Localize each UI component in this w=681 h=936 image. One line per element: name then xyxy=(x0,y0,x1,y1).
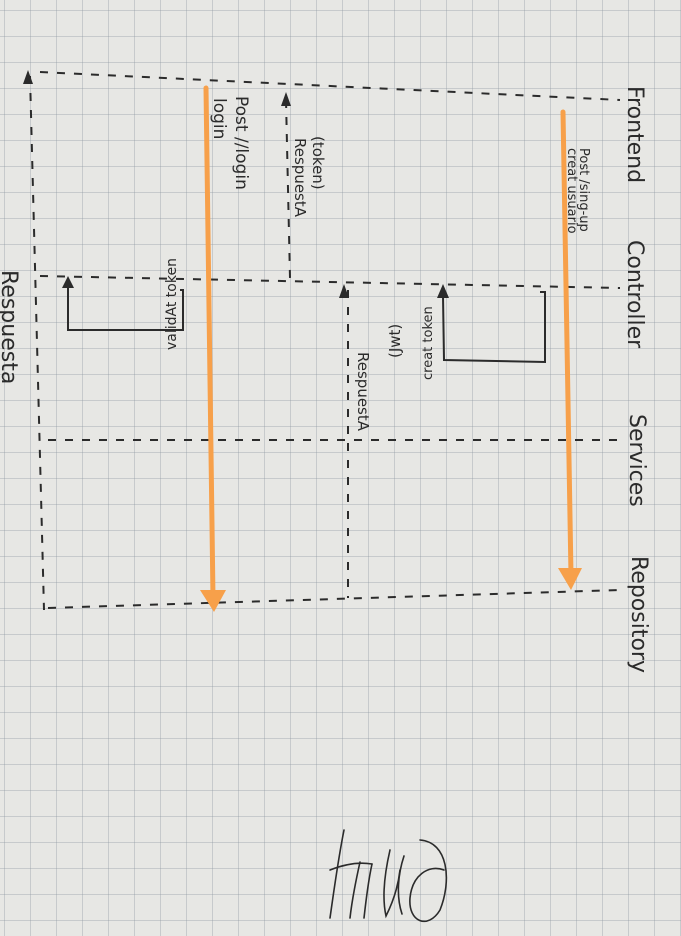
lifeline-repository xyxy=(47,589,621,609)
orange-arrowheads xyxy=(200,568,582,612)
login-label: login xyxy=(209,98,229,139)
signup-call-arrow xyxy=(560,109,574,578)
lane-label-controller: Controller xyxy=(622,240,647,349)
token-label: (token) xyxy=(309,136,327,190)
arrowhead-frontend xyxy=(23,70,33,84)
create-token-label: creat token xyxy=(421,306,436,380)
login-post-label: Post //login xyxy=(231,96,251,190)
signup-arrowhead xyxy=(558,568,582,590)
lane-label-services: Services xyxy=(624,414,649,507)
token-return-line xyxy=(285,99,291,279)
return-arrowheads xyxy=(23,70,349,298)
respuesta-mid-label: RespuestA xyxy=(354,352,372,432)
respuesta-bottom-label: Respuesta xyxy=(0,270,21,384)
lifeline-frontend xyxy=(39,71,621,101)
loop-arrowheads xyxy=(62,276,449,298)
validate-token-loop xyxy=(67,284,184,331)
jwt-label: (Jwt) xyxy=(386,324,404,358)
create-token-arrowhead xyxy=(437,284,449,298)
validate-token-arrowhead xyxy=(62,276,74,288)
login-call-arrow xyxy=(203,85,216,601)
lane-labels: Frontend Controller Services Repository xyxy=(622,86,651,673)
lane-label-frontend: Frontend xyxy=(622,86,647,183)
signup-label: Post /sing-up xyxy=(576,148,591,232)
validate-token-label: validAt token xyxy=(164,258,180,350)
signature xyxy=(329,829,448,922)
orange-calls xyxy=(203,85,574,601)
create-token-loop xyxy=(442,291,546,364)
lifeline-controller xyxy=(39,275,621,289)
login-arrowhead xyxy=(200,590,226,612)
respuesta-left-label: RespuestA xyxy=(291,138,309,218)
message-labels: Post /sing-up creat usuario creat token … xyxy=(0,96,591,432)
arrowhead-token xyxy=(281,92,291,106)
signup-sublabel: creat usuario xyxy=(564,148,579,234)
left-boundary xyxy=(29,75,45,611)
lifelines xyxy=(29,71,621,611)
self-loops xyxy=(67,284,546,364)
arrowhead-respuesta xyxy=(339,284,349,298)
lane-label-repository: Repository xyxy=(626,556,651,673)
